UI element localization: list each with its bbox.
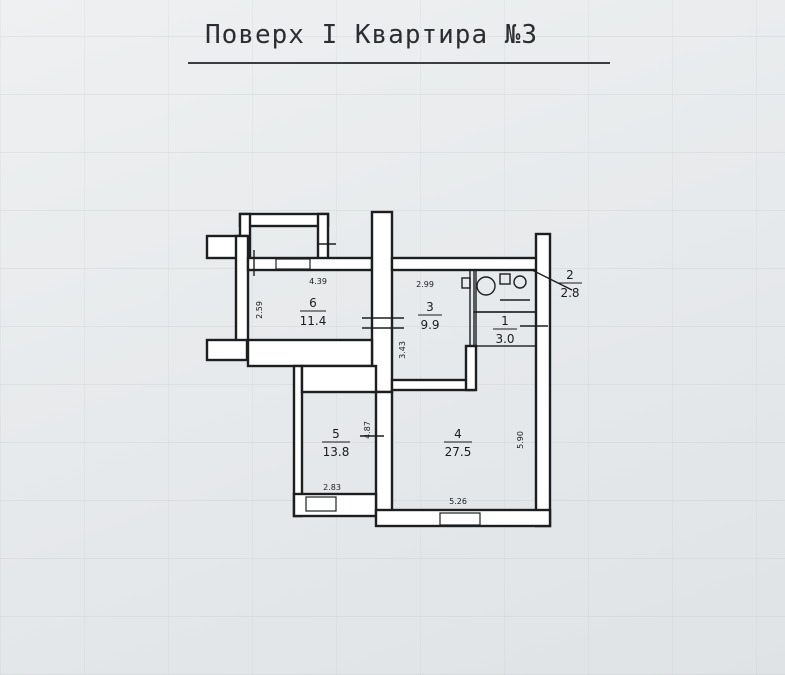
bath-partition	[469, 269, 477, 347]
window-room5	[305, 496, 337, 512]
wc-1	[473, 311, 537, 347]
walls	[205, 210, 552, 528]
room-5-number: 5	[332, 427, 340, 441]
room-1-number: 1	[501, 314, 509, 328]
dimension-labels: 4.39 2.59 2.99 3.43 4.87 2.83 5.26 5.90	[255, 277, 525, 506]
dim-room6-depth: 2.59	[255, 301, 264, 319]
top-wall-room4	[390, 378, 476, 392]
meter-icon	[461, 277, 471, 289]
left-lower-stub	[205, 338, 249, 362]
window-room4	[439, 512, 481, 526]
room-1-area: 3.0	[495, 332, 514, 346]
balcony-wall	[238, 212, 330, 228]
partition-5-4	[374, 390, 394, 518]
top-wall-room5	[300, 364, 378, 394]
dim-room4-depth: 5.90	[516, 431, 525, 449]
room-4-number: 4	[454, 427, 462, 441]
fixtures	[461, 273, 527, 296]
windows	[275, 258, 481, 526]
window-room6	[275, 258, 311, 270]
room-2-area: 2.8	[560, 286, 579, 300]
room-4-area: 27.5	[445, 445, 472, 459]
room-6-number: 6	[309, 296, 317, 310]
balcony-right-wall	[316, 212, 330, 266]
title-underline	[188, 62, 610, 64]
dim-room5-width: 2.83	[323, 483, 341, 492]
shower-icon	[513, 275, 527, 289]
room-6-area: 11.4	[300, 314, 327, 328]
bathroom-2	[473, 269, 537, 313]
room-3-area: 9.9	[420, 318, 439, 332]
room-labels: 6 11.4 3 9.9 2 2.8 1 3.0 5 13.8 4 27.5	[300, 268, 582, 459]
dim-room5-depth: 4.87	[363, 421, 372, 439]
door-markers	[253, 243, 573, 437]
dim-room3-width: 2.99	[416, 280, 434, 289]
bottom-wall-room6	[246, 338, 374, 368]
room-5-area: 13.8	[323, 445, 350, 459]
sink-icon	[476, 276, 496, 296]
room-3-number: 3	[426, 300, 434, 314]
top-wall-room3	[390, 256, 540, 272]
dim-room6-width: 4.39	[309, 277, 327, 286]
label-leader-2	[531, 269, 573, 291]
partition-3-1	[464, 344, 478, 392]
dim-room4-width: 5.26	[449, 497, 467, 506]
room-2-number: 2	[566, 268, 574, 282]
page-title: Поверх I Квартира №3	[205, 20, 539, 50]
dim-room3-depth: 3.43	[398, 341, 407, 359]
toilet-icon	[499, 273, 511, 285]
